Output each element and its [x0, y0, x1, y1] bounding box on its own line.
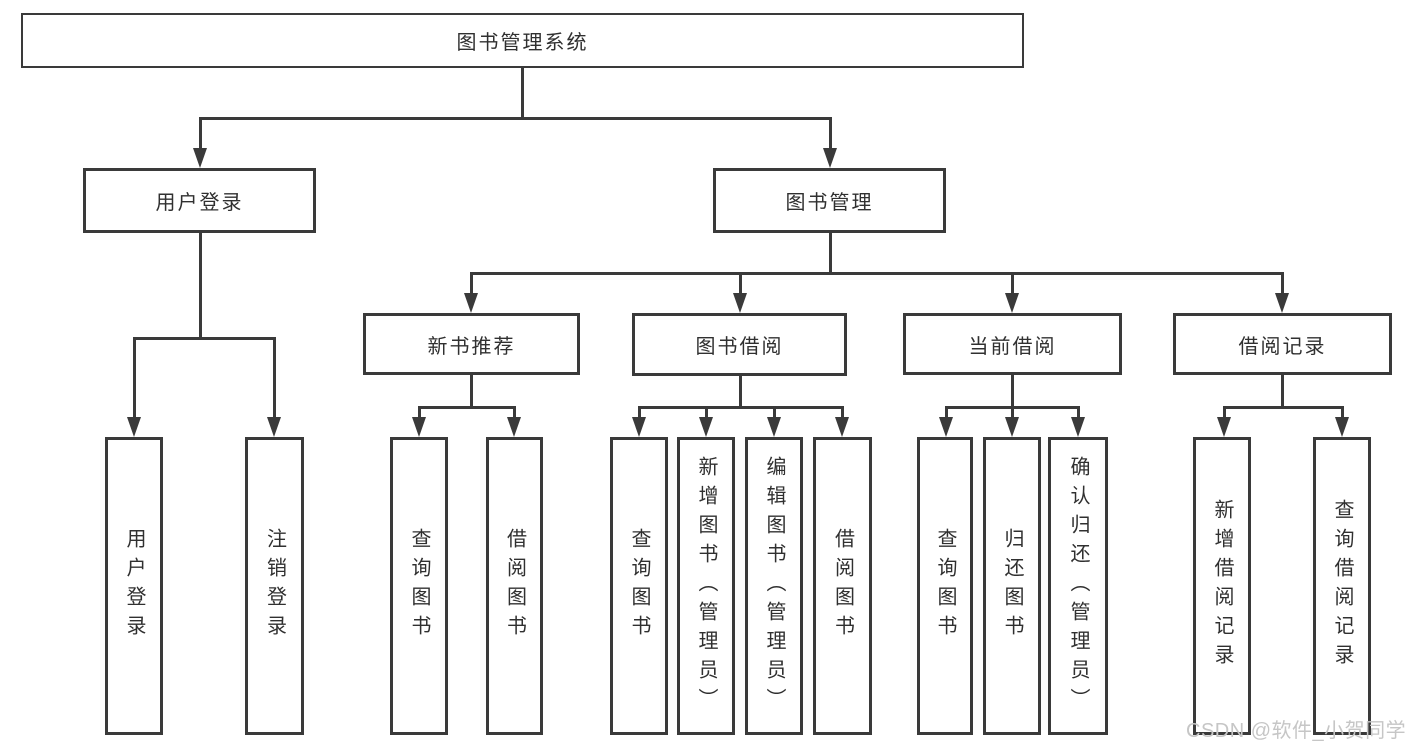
arrowhead-bb-query [632, 417, 646, 437]
node-new-book: 新书推荐 [363, 313, 580, 375]
leaf-bb-query-books-label: 查询图书 [628, 528, 650, 644]
arrowhead-user-login [193, 148, 207, 168]
arrowhead-book-borrow [733, 293, 747, 313]
leaf-nb-query-books: 查询图书 [390, 437, 448, 735]
connector-user-login-stub [199, 231, 202, 339]
leaf-bb-borrow-books: 借阅图书 [813, 437, 872, 735]
arrowhead-leaf-login [127, 417, 141, 437]
connector-new-book-drop [470, 272, 473, 296]
leaf-nb-query-books-label: 查询图书 [408, 528, 430, 644]
node-book-borrow: 图书借阅 [632, 313, 847, 376]
leaf-user-login: 用户登录 [105, 437, 163, 735]
connector-bb-edit-drop [773, 406, 776, 420]
connector-nb-borrow-drop [513, 406, 516, 420]
node-current-borrow: 当前借阅 [903, 313, 1122, 375]
arrowhead-nb-borrow [507, 417, 521, 437]
arrowhead-new-book [464, 293, 478, 313]
connector-new-book-stub [470, 373, 473, 409]
leaf-cb-query-books: 查询图书 [917, 437, 973, 735]
connector-leaf-login-drop [133, 337, 136, 419]
node-user-login: 用户登录 [83, 168, 316, 233]
leaf-cb-confirm-return: 确认归还（管理员） [1048, 437, 1108, 735]
leaf-cb-confirm-return-label: 确认归还（管理员） [1067, 455, 1089, 717]
connector-book-mgmt-drop [829, 117, 832, 150]
connector-user-login-drop [199, 117, 202, 150]
leaf-br-add-record-label: 新增借阅记录 [1211, 499, 1233, 673]
connector-bb-borrow-drop [841, 406, 844, 420]
connector-borrow-records-stub [1281, 373, 1284, 409]
leaf-nb-borrow-books: 借阅图书 [486, 437, 543, 735]
leaf-cb-return-books-label: 归还图书 [1001, 528, 1023, 644]
connector-borrow-records-drop [1281, 272, 1284, 296]
node-root: 图书管理系统 [21, 13, 1024, 68]
leaf-bb-edit-books: 编辑图书（管理员） [745, 437, 803, 735]
node-current-borrow-label: 当前借阅 [968, 335, 1057, 358]
leaf-logout: 注销登录 [245, 437, 304, 735]
leaf-br-query-record-label: 查询借阅记录 [1331, 499, 1353, 673]
node-borrow-records: 借阅记录 [1173, 313, 1392, 375]
leaf-br-add-record: 新增借阅记录 [1193, 437, 1251, 735]
connector-bb-add-drop [705, 406, 708, 420]
arrowhead-bb-edit [767, 417, 781, 437]
arrowhead-current-borrow [1005, 293, 1019, 313]
leaf-nb-borrow-books-label: 借阅图书 [503, 528, 526, 644]
arrowhead-leaf-logout [267, 417, 281, 437]
arrowhead-nb-query [412, 417, 426, 437]
arrowhead-cb-return [1005, 417, 1019, 437]
arrowhead-borrow-records [1275, 293, 1289, 313]
arrowhead-cb-query [939, 417, 953, 437]
connector-leaf-logout-drop [273, 337, 276, 419]
connector-root-trunk [521, 66, 524, 119]
connector-new-book-rail [418, 406, 516, 409]
node-root-label: 图书管理系统 [456, 32, 589, 54]
node-book-mgmt-label: 图书管理 [785, 192, 874, 214]
connector-level2-rail [470, 272, 1284, 275]
connector-user-login-rail [133, 337, 276, 340]
arrowhead-br-query [1335, 417, 1349, 437]
node-new-book-label: 新书推荐 [427, 335, 516, 358]
leaf-cb-query-books-label: 查询图书 [934, 528, 956, 644]
node-book-mgmt: 图书管理 [713, 168, 946, 233]
connector-book-borrow-rail [638, 406, 844, 409]
arrowhead-bb-borrow [835, 417, 849, 437]
arrowhead-book-mgmt [823, 148, 837, 168]
node-borrow-records-label: 借阅记录 [1238, 335, 1327, 358]
connector-cb-return-drop [1011, 406, 1014, 420]
node-book-borrow-label: 图书借阅 [695, 336, 784, 358]
connector-cb-query-drop [945, 406, 948, 420]
connector-current-borrow-stub [1011, 373, 1014, 409]
arrowhead-bb-add [699, 417, 713, 437]
connector-borrow-records-rail [1223, 406, 1344, 409]
leaf-bb-edit-books-label: 编辑图书（管理员） [763, 455, 785, 717]
csdn-watermark: CSDN @软件_小贺同学 [1186, 720, 1405, 742]
connector-br-query-drop [1341, 406, 1344, 420]
leaf-logout-label: 注销登录 [263, 528, 286, 644]
connector-nb-query-drop [418, 406, 421, 420]
leaf-bb-query-books: 查询图书 [610, 437, 668, 735]
arrowhead-br-add [1217, 417, 1231, 437]
connector-level1-rail [199, 117, 832, 120]
connector-book-borrow-drop [739, 272, 742, 296]
leaf-cb-return-books: 归还图书 [983, 437, 1041, 735]
leaf-br-query-record: 查询借阅记录 [1313, 437, 1371, 735]
arrowhead-cb-confirm [1071, 417, 1085, 437]
leaf-user-login-label: 用户登录 [123, 528, 145, 644]
leaf-bb-borrow-books-label: 借阅图书 [831, 528, 854, 644]
connector-cb-confirm-drop [1077, 406, 1080, 420]
connector-book-mgmt-stub [829, 231, 832, 275]
leaf-bb-add-books: 新增图书（管理员） [677, 437, 735, 735]
leaf-bb-add-books-label: 新增图书（管理员） [695, 455, 717, 717]
node-user-login-label: 用户登录 [155, 192, 244, 214]
connector-current-borrow-drop [1011, 272, 1014, 296]
connector-br-add-drop [1223, 406, 1226, 420]
connector-bb-query-drop [638, 406, 641, 420]
connector-book-borrow-stub [739, 374, 742, 409]
